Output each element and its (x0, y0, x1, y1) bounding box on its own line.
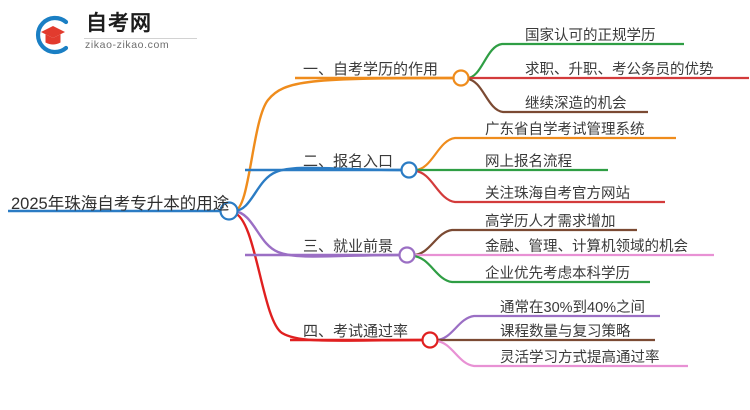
branch-label-3[interactable]: 三、就业前景 (303, 238, 394, 255)
root-node-label[interactable]: 2025年珠海自考专升本的用途 (11, 195, 230, 213)
branch-label-1[interactable]: 一、自考学历的作用 (303, 61, 439, 78)
leaf-label-3-3[interactable]: 企业优先考虑本科学历 (485, 266, 630, 282)
leaf-label-1-1[interactable]: 国家认可的正规学历 (525, 28, 656, 44)
branch-3-node-circle (398, 246, 416, 264)
leaf-label-1-2[interactable]: 求职、升职、考公务员的优势 (525, 62, 714, 78)
leaf-label-2-2[interactable]: 网上报名流程 (485, 154, 572, 170)
logo-name-cn: 自考网 (86, 12, 152, 35)
branch-label-2[interactable]: 二、报名入口 (303, 153, 394, 170)
link-root-branch-1 (233, 76, 457, 213)
leaf-label-2-1[interactable]: 广东省自学考试管理系统 (485, 122, 645, 138)
site-logo[interactable]: 自考网 zikao-zikao.com (28, 10, 218, 60)
leaf-label-4-3[interactable]: 灵活学习方式提高通过率 (500, 350, 660, 366)
graduation-cap-icon (36, 15, 69, 55)
link-root-branch-2 (233, 166, 405, 213)
leaf-label-2-3[interactable]: 关注珠海自考官方网站 (485, 186, 630, 202)
leaf-label-3-2[interactable]: 金融、管理、计算机领域的机会 (485, 239, 688, 255)
branch-label-4[interactable]: 四、考试通过率 (303, 323, 409, 340)
branch-2-node-circle (400, 161, 418, 179)
logo-divider (84, 38, 197, 39)
branch-4-node-circle (421, 331, 439, 349)
leaf-label-3-1[interactable]: 高学历人才需求增加 (485, 214, 616, 230)
logo-domain: zikao-zikao.com (85, 39, 170, 51)
leaf-label-4-1[interactable]: 通常在30%到40%之间 (500, 300, 646, 316)
branch-1-node-circle (452, 69, 470, 87)
link-root-branch-4 (233, 211, 426, 342)
leaf-label-4-2[interactable]: 课程数量与复习策略 (500, 324, 631, 340)
leaf-label-1-3[interactable]: 继续深造的机会 (525, 96, 627, 112)
